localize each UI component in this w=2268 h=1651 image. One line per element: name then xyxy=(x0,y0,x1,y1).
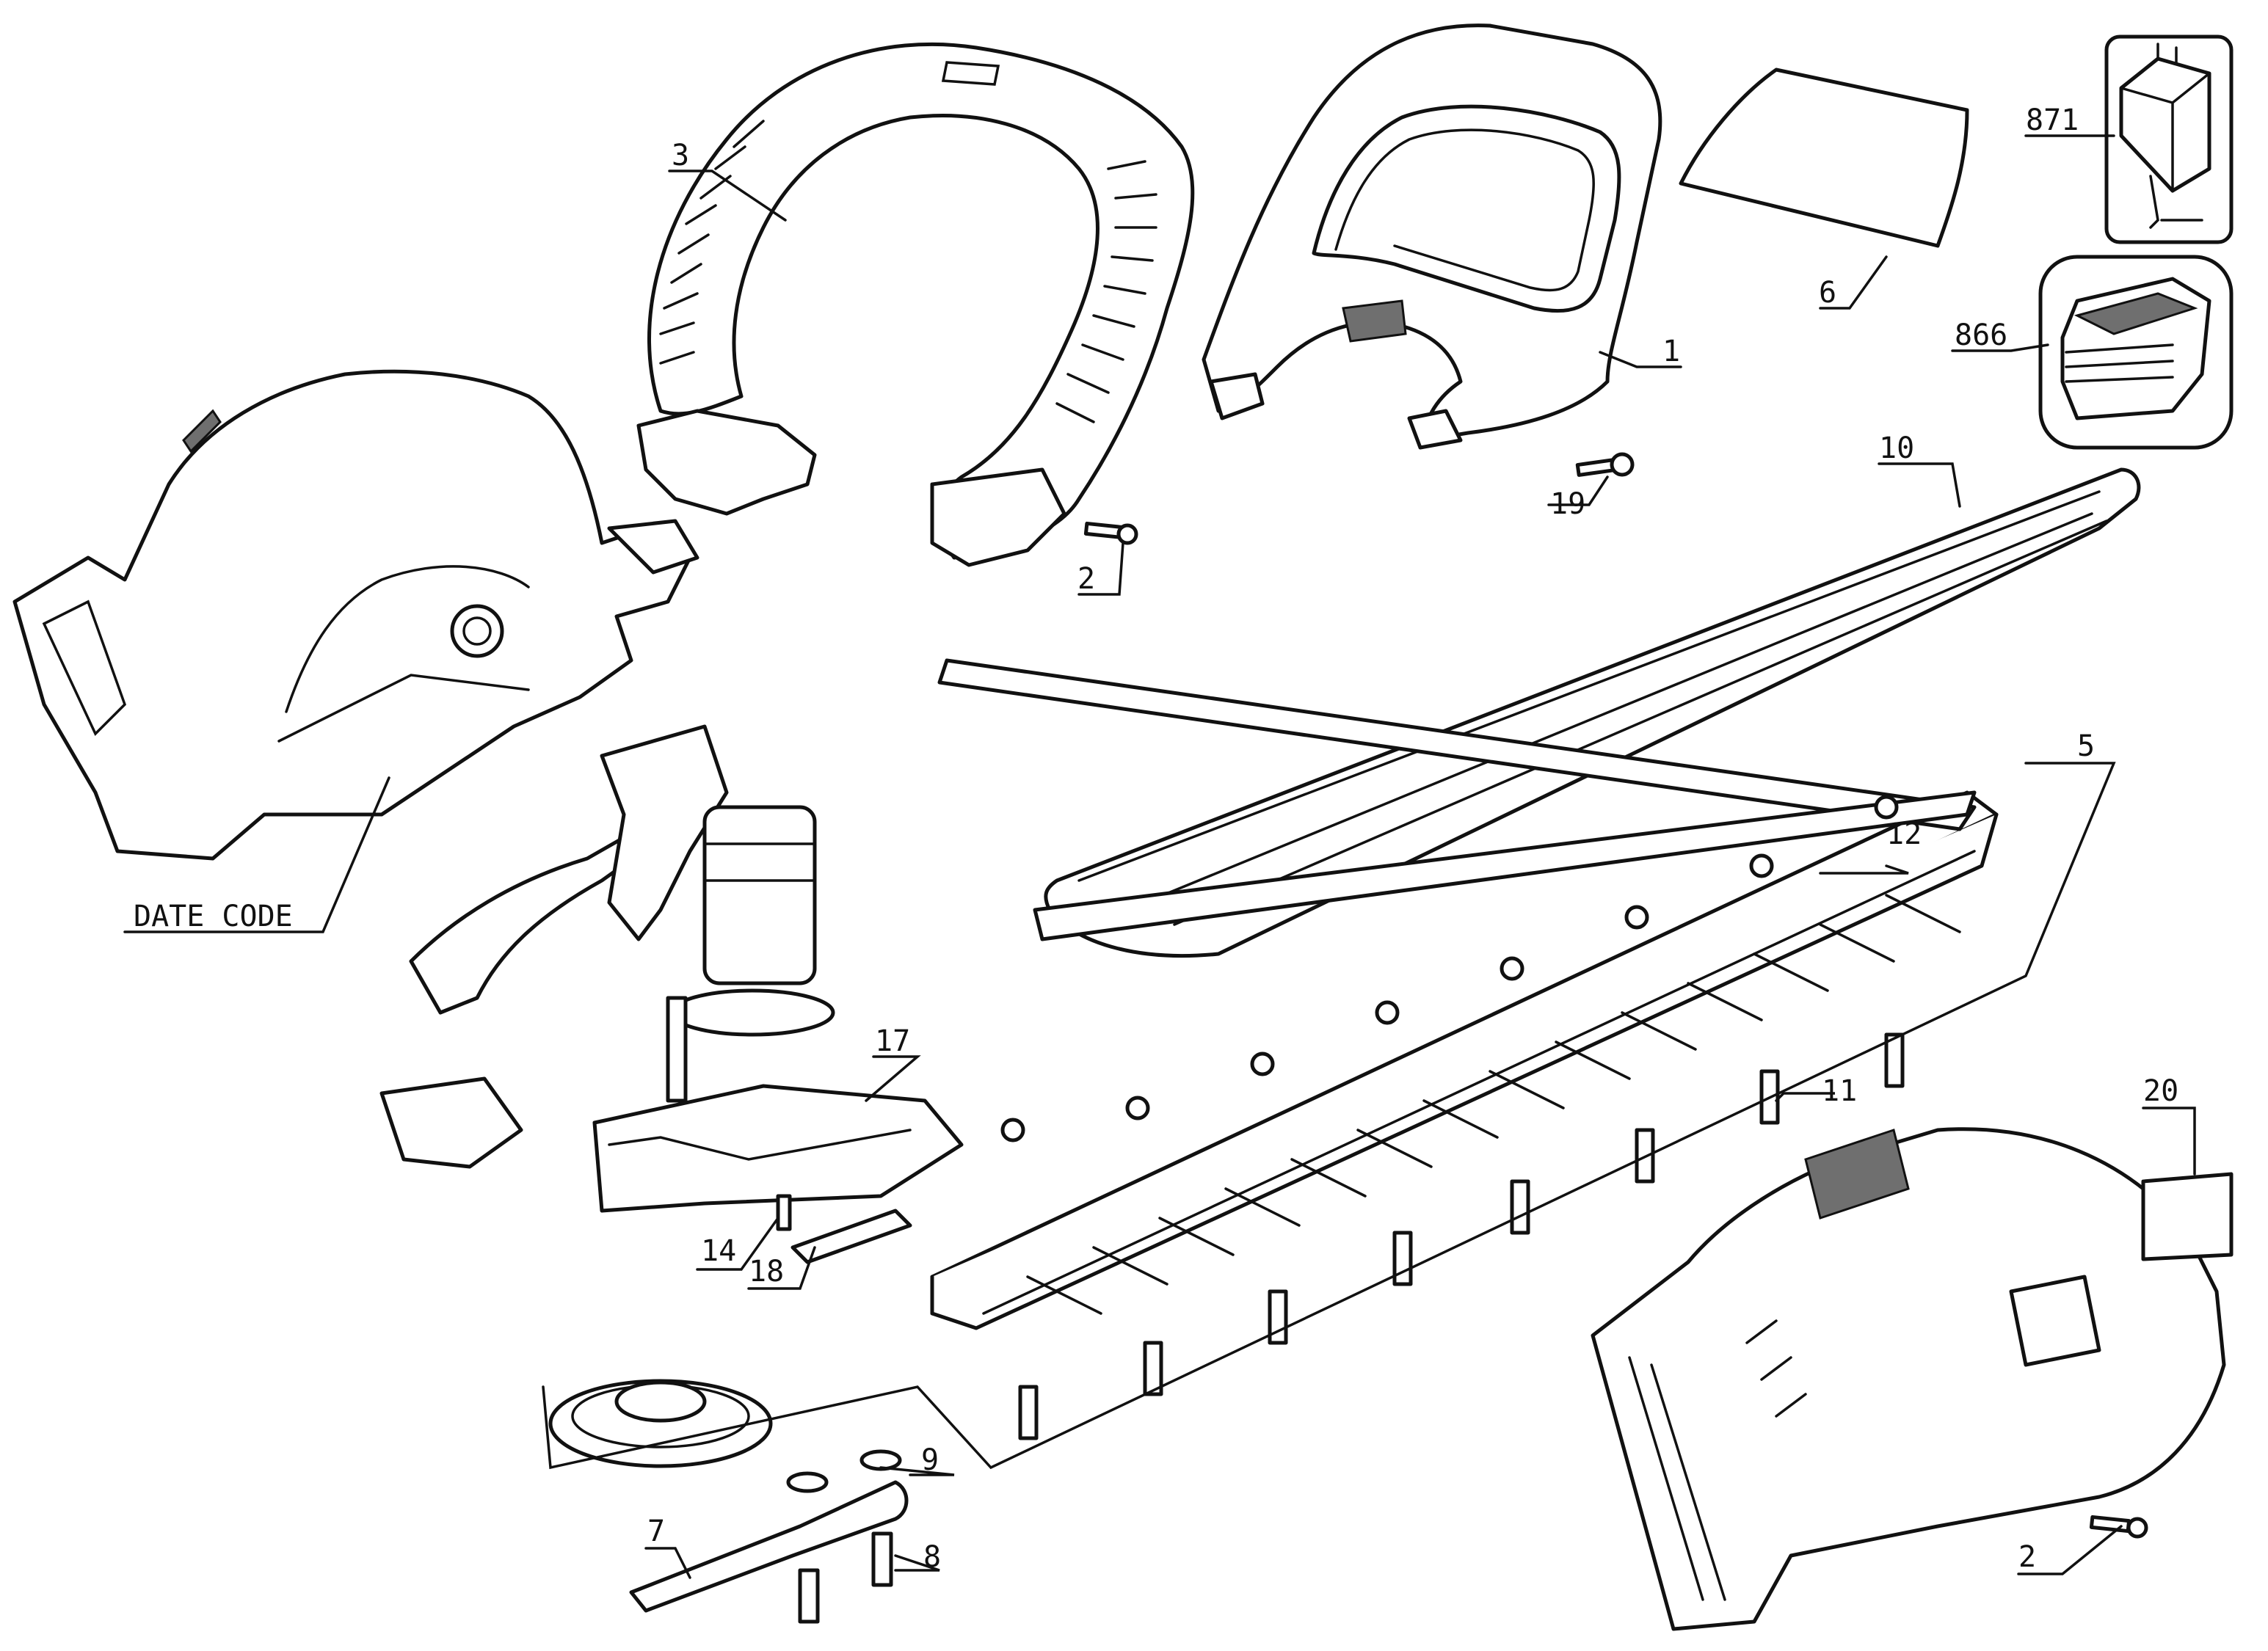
front-handle-part-1 xyxy=(1202,23,1662,450)
callout-871: 871 xyxy=(2026,103,2079,137)
callout-11: 11 xyxy=(1822,1074,1857,1108)
right-housing xyxy=(1591,1127,2226,1631)
callout-5: 5 xyxy=(2077,729,2095,763)
label-part-20 xyxy=(2141,1172,2234,1261)
callout-14: 14 xyxy=(701,1234,736,1268)
screw-part-2-bottom xyxy=(2089,1515,2148,1539)
plate-part-18 xyxy=(790,1209,912,1264)
callout-20: 20 xyxy=(2143,1074,2178,1108)
callout-10: 10 xyxy=(1879,431,1914,465)
callout-8: 8 xyxy=(923,1540,941,1574)
callout-6: 6 xyxy=(1819,276,1836,310)
callout-12: 12 xyxy=(1886,817,1922,851)
callout-3: 3 xyxy=(672,139,689,172)
callout-9: 9 xyxy=(921,1443,939,1477)
callout-18: 18 xyxy=(749,1255,784,1289)
callout-2-bottom: 2 xyxy=(2018,1540,2036,1574)
callout-19: 19 xyxy=(1550,487,1585,521)
callout-date-code: DATE CODE xyxy=(134,900,293,933)
screw-part-19 xyxy=(1575,452,1635,477)
left-housing xyxy=(12,369,699,861)
bolts-part-11 xyxy=(1018,1032,1905,1440)
rear-handle-part-3 xyxy=(636,42,1195,567)
screw-part-2-top xyxy=(1083,521,1138,545)
motor-assembly xyxy=(379,724,964,1213)
label-part-6 xyxy=(1679,68,1969,248)
blade-sheath-part-10 xyxy=(1044,467,2141,958)
callout-labels: 3 1 2 6 866 871 10 19 5 12 11 17 14 18 2… xyxy=(134,103,2178,1574)
screw-part-14 xyxy=(776,1194,792,1231)
callout-866: 866 xyxy=(1955,318,2007,352)
link-part-7 xyxy=(629,1480,909,1613)
leader-lines xyxy=(123,134,2196,1579)
callout-1: 1 xyxy=(1662,335,1680,368)
callout-7: 7 xyxy=(647,1515,665,1548)
blade-assembly-part-5 xyxy=(548,658,1999,1468)
charger-part-871 xyxy=(2104,34,2234,244)
hardware-parts-8-9 xyxy=(786,1449,902,1624)
battery-part-866 xyxy=(2038,255,2234,450)
callout-2-top: 2 xyxy=(1077,562,1095,596)
callout-17: 17 xyxy=(875,1024,910,1058)
